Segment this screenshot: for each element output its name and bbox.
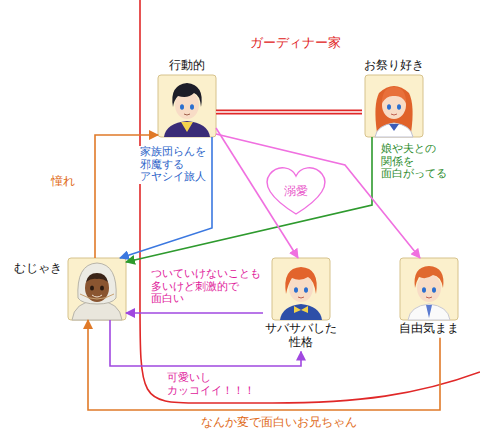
relation-arrow — [120, 137, 212, 258]
diagram-title: ガーディナー家 — [250, 36, 341, 51]
family-boundary — [140, 0, 480, 403]
relation-arrow — [216, 112, 362, 113]
avatar-mouth — [184, 114, 190, 115]
avatar-hair — [375, 86, 412, 133]
relation-arrow — [126, 313, 263, 314]
avatar-mouth — [92, 295, 102, 297]
avatar-eye — [190, 104, 194, 110]
relation-label: 憧れ — [50, 175, 76, 189]
relation-arrow — [88, 320, 440, 410]
avatar-frame — [365, 75, 423, 137]
character-label: サバサバした 性格 — [265, 322, 337, 350]
avatar — [400, 258, 458, 320]
label-holder: 溺愛 — [283, 185, 309, 199]
relation-line — [120, 137, 212, 258]
relation-line — [88, 320, 440, 410]
avatar-frame — [400, 258, 458, 320]
character-label: むじゃき — [14, 262, 62, 276]
avatar-eye — [304, 287, 308, 293]
character-node: 行動的 — [158, 57, 216, 137]
title-holder: ガーディナー家 — [250, 36, 341, 51]
avatar-mouth — [426, 297, 432, 298]
character-node: お祭り好き — [362, 57, 426, 137]
label-holder: なんか変で面白いお兄ちゃん — [200, 416, 358, 430]
relation-line — [216, 110, 362, 115]
label-holder: 家族団らんを 邪魔する アヤシイ旅人 — [139, 146, 207, 184]
relation-line — [126, 137, 372, 262]
relation-label: なんか変で面白いお兄ちゃん — [200, 416, 358, 430]
avatar-hair — [86, 273, 108, 282]
avatar-frame — [68, 258, 126, 320]
avatar-body — [280, 304, 322, 320]
avatar-eye — [100, 285, 104, 290]
character-label: 行動的 — [169, 59, 205, 73]
avatar-eye — [432, 287, 436, 293]
avatar-tie — [426, 305, 432, 318]
avatar-eye — [397, 104, 401, 110]
avatar-eye — [180, 104, 184, 110]
label-holder: ついていけないことも 多いけど刺激的で 面白い — [150, 268, 262, 306]
avatar-hair — [172, 83, 201, 107]
relation-arrow — [126, 137, 372, 262]
label-holder: 娘や夫との 関係を 面白がってる — [380, 143, 448, 181]
avatar-body — [164, 121, 210, 137]
label-holder: 可愛いし カッコイイ！！！ — [166, 372, 256, 397]
avatar — [365, 75, 423, 137]
relation-label: 溺愛 — [283, 185, 309, 199]
relation-label: ついていけないことも 多いけど刺激的で 面白い — [150, 268, 262, 306]
character-node: 自由気まま — [397, 258, 461, 338]
avatar-collar — [181, 122, 193, 132]
avatar-eye — [422, 287, 426, 293]
avatar-hair — [285, 267, 316, 294]
avatar-body — [375, 123, 413, 137]
avatar-hair — [382, 87, 406, 103]
avatar-bow — [294, 306, 308, 313]
avatar-frame — [158, 75, 216, 137]
character-node: サバサバした 性格 — [263, 258, 339, 352]
avatar-hood — [78, 263, 116, 304]
avatar-hood-band — [80, 294, 114, 299]
avatar-mouth — [391, 114, 397, 115]
avatar — [68, 258, 126, 320]
avatar-eye — [90, 285, 94, 290]
avatar-frame — [272, 258, 330, 320]
avatar-collar — [389, 124, 399, 131]
relation-label: 家族団らんを 邪魔する アヤシイ旅人 — [139, 146, 207, 184]
avatar-hair — [415, 266, 444, 288]
character-label: 自由気まま — [399, 322, 459, 336]
character-node: むじゃき — [14, 258, 126, 320]
avatar-mouth — [298, 297, 304, 298]
avatar-face — [417, 274, 441, 302]
avatar — [158, 75, 216, 137]
label-holder: 憧れ — [50, 175, 76, 189]
relation-line-gap — [216, 111, 362, 113]
heart-symbol — [267, 168, 325, 214]
relation-line — [126, 312, 263, 314]
character-label: お祭り好き — [364, 59, 424, 73]
avatar-eye — [294, 287, 298, 293]
avatar-body — [408, 304, 450, 320]
avatar — [272, 258, 330, 320]
avatar-eye — [387, 104, 391, 110]
relation-label: 可愛いし カッコイイ！！！ — [166, 372, 256, 397]
relation-label: 娘や夫との 関係を 面白がってる — [380, 143, 448, 181]
